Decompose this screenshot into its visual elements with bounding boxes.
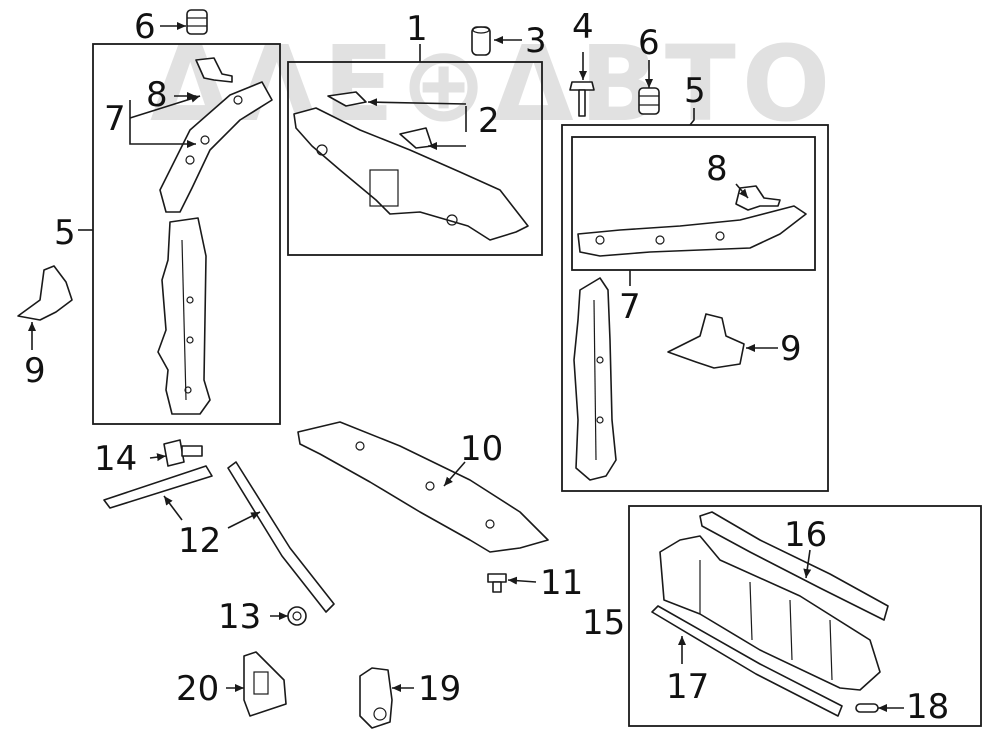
bolt-part-11 [487,573,507,593]
callout-14: 14 [94,439,137,479]
seal-part-16 [699,511,889,621]
cushion-part-right [638,87,660,115]
callout-9-left: 9 [24,351,46,391]
callout-18: 18 [906,687,949,727]
bracket-part-2-upper [327,91,433,149]
callout-4: 4 [572,7,594,47]
callout-5-left: 5 [54,213,76,253]
bracket-part-19 [359,667,393,729]
callout-15: 15 [582,603,625,643]
callout-13: 13 [218,597,261,637]
callout-20: 20 [176,669,219,709]
seal-part-17 [651,605,843,717]
brace-part-9-left [17,265,73,321]
callout-8-left: 8 [146,75,168,115]
clip-part-18 [855,703,879,713]
lower-support-part [297,421,549,553]
shutter-part-15 [659,535,881,691]
rod-part-12-long [227,461,335,613]
bolt-part [569,81,595,117]
brace-part-9-right [667,313,745,369]
group-box-upper-support [287,61,543,256]
callout-2: 2 [478,101,500,141]
side-support-right [573,277,617,481]
bolt-part-14 [163,439,203,467]
group-box-shutter [628,505,982,727]
clip-part [471,26,491,56]
leader-lines [28,22,904,712]
callout-11: 11 [540,563,583,603]
callout-6-left: 6 [134,7,156,47]
callout-16: 16 [784,515,827,555]
bracket-part-20 [243,651,287,717]
group-box-right-outer [561,124,829,492]
rod-part-12-short [103,465,213,509]
callout-7-left: 7 [104,99,126,139]
callout-19: 19 [418,669,461,709]
group-box-left [92,43,281,425]
upper-support-part [293,107,529,241]
callout-12: 12 [178,521,221,561]
support-upper-left [159,81,273,213]
callout-17: 17 [666,667,709,707]
side-support-left [157,217,211,415]
callout-9-right: 9 [780,329,802,369]
bracket-part-8-right [735,185,781,211]
callout-3: 3 [525,21,547,61]
callout-6-right: 6 [638,23,660,63]
group-box-right-inner [571,136,816,271]
callout-8-right: 8 [706,149,728,189]
callout-5-right: 5 [684,71,706,111]
support-upper-right [577,205,807,257]
callout-7-right: 7 [619,287,641,327]
callout-1: 1 [406,9,428,49]
nut-part-13 [287,606,307,626]
bracket-part-8-left [195,57,233,83]
cushion-part [186,9,208,35]
callout-10: 10 [460,429,503,469]
